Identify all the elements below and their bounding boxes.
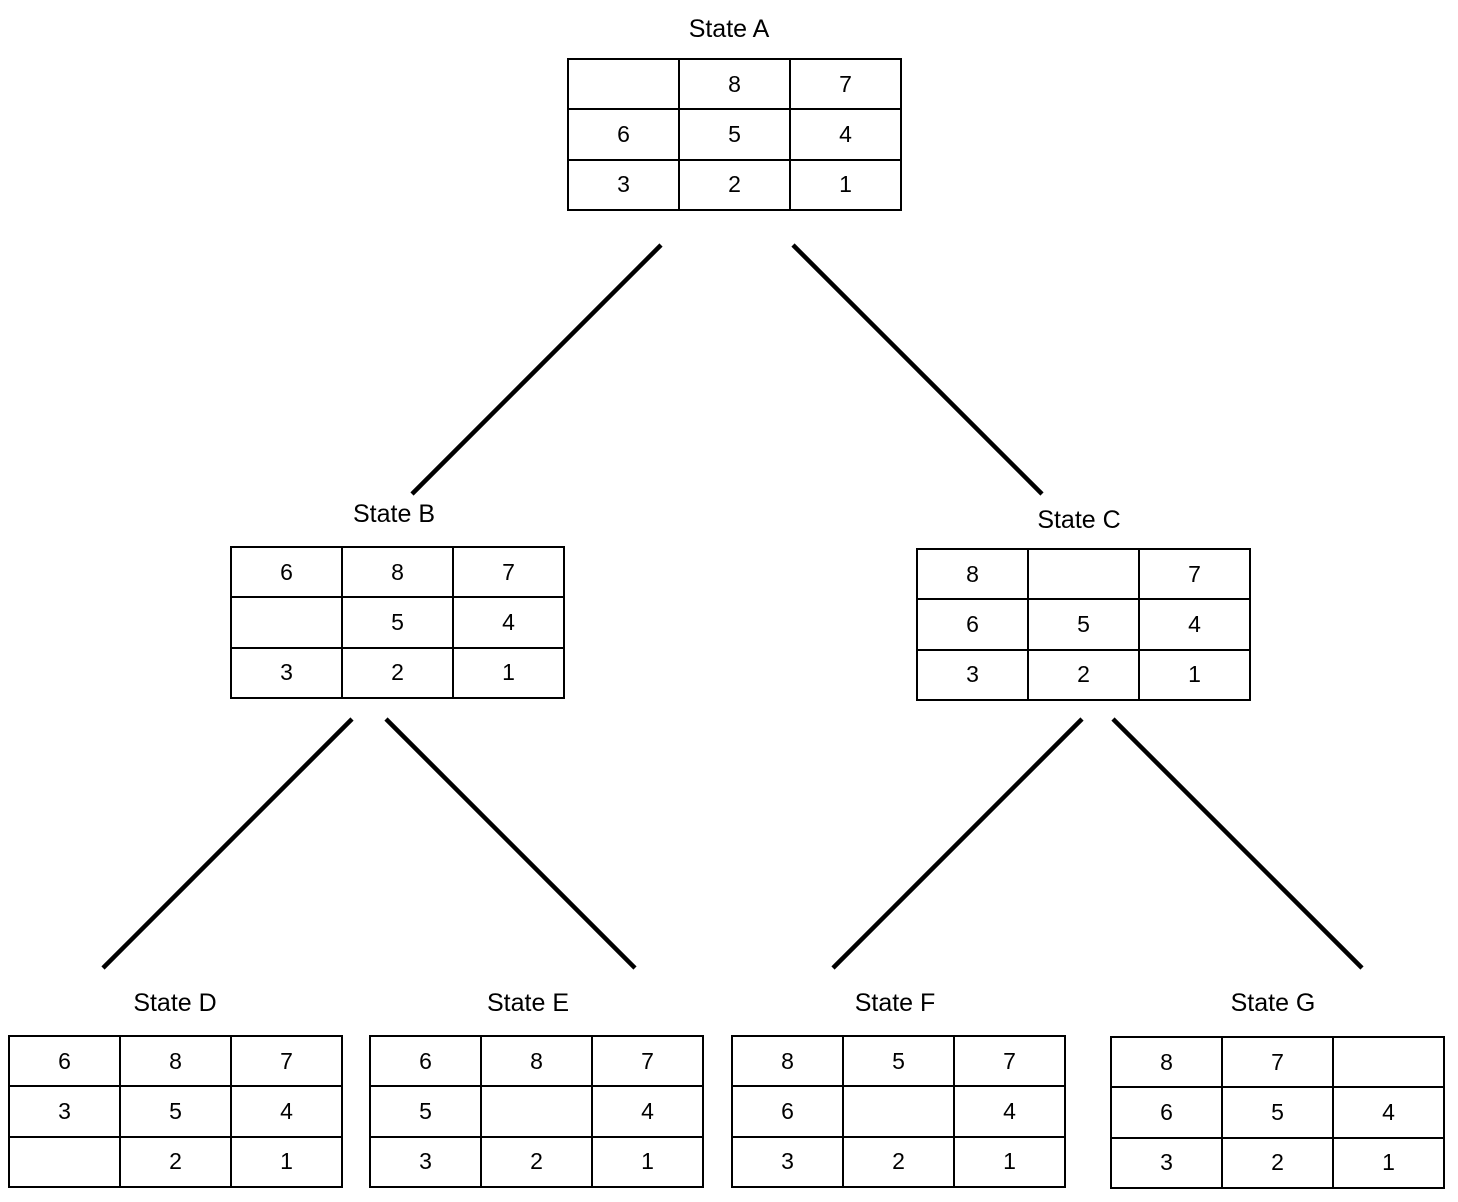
edge-a-c — [791, 243, 1044, 496]
state-f-cell: 8 — [733, 1037, 844, 1088]
state-d-label: State D — [133, 989, 217, 1017]
state-c-cell: 3 — [918, 650, 1029, 701]
state-d-cell: 4 — [232, 1087, 343, 1138]
state-g-cell: 8 — [1112, 1038, 1223, 1089]
state-d-cell: 3 — [10, 1087, 121, 1138]
state-e-cell: 2 — [482, 1137, 593, 1188]
state-g-cell: 7 — [1223, 1038, 1334, 1089]
state-c-cell: 5 — [1029, 600, 1140, 651]
state-d-cell — [10, 1137, 121, 1188]
state-b-cell: 6 — [232, 548, 343, 599]
state-g-cell: 5 — [1223, 1088, 1334, 1139]
state-b-cell — [232, 598, 343, 649]
state-b-cell: 3 — [232, 648, 343, 699]
state-a-cell — [569, 60, 680, 111]
state-c-cell: 6 — [918, 600, 1029, 651]
state-a-cell: 2 — [680, 160, 791, 211]
state-g-cell: 1 — [1334, 1138, 1445, 1189]
state-e-cell: 3 — [371, 1137, 482, 1188]
state-a-cell: 8 — [680, 60, 791, 111]
state-f-cell: 3 — [733, 1137, 844, 1188]
state-c-cell: 1 — [1140, 650, 1251, 701]
state-e-cell: 5 — [371, 1087, 482, 1138]
state-e-label: State E — [487, 989, 569, 1017]
state-b-grid: 6 8 7 5 4 3 2 1 — [230, 546, 565, 699]
state-f-grid: 8 5 7 6 4 3 2 1 — [731, 1035, 1066, 1188]
state-g-cell: 6 — [1112, 1088, 1223, 1139]
state-a-cell: 3 — [569, 160, 680, 211]
state-a-grid: 8 7 6 5 4 3 2 1 — [567, 58, 902, 211]
state-b-label: State B — [353, 500, 435, 528]
state-e-cell: 8 — [482, 1037, 593, 1088]
state-f-cell — [844, 1087, 955, 1138]
state-a-cell: 4 — [791, 110, 902, 161]
state-d-cell: 5 — [121, 1087, 232, 1138]
state-b-cell: 1 — [454, 648, 565, 699]
state-a-cell: 1 — [791, 160, 902, 211]
edge-a-b — [410, 243, 663, 496]
state-a-cell: 6 — [569, 110, 680, 161]
state-c-cell: 4 — [1140, 600, 1251, 651]
state-g-cell: 2 — [1223, 1138, 1334, 1189]
state-b-cell: 5 — [343, 598, 454, 649]
state-g-cell — [1334, 1038, 1445, 1089]
state-g-cell: 3 — [1112, 1138, 1223, 1189]
state-a-label: State A — [688, 15, 770, 43]
state-f-cell: 2 — [844, 1137, 955, 1188]
state-c-grid: 8 7 6 5 4 3 2 1 — [916, 548, 1251, 701]
state-a-cell: 7 — [791, 60, 902, 111]
state-f-cell: 5 — [844, 1037, 955, 1088]
state-f-cell: 4 — [955, 1087, 1066, 1138]
state-c-cell: 8 — [918, 550, 1029, 601]
state-e-cell: 1 — [593, 1137, 704, 1188]
state-e-cell: 6 — [371, 1037, 482, 1088]
state-f-label: State F — [854, 989, 936, 1017]
state-e-cell: 4 — [593, 1087, 704, 1138]
state-g-cell: 4 — [1334, 1088, 1445, 1139]
state-c-label: State C — [1037, 506, 1121, 534]
state-b-cell: 7 — [454, 548, 565, 599]
state-d-cell: 1 — [232, 1137, 343, 1188]
edge-c-f — [831, 717, 1084, 970]
state-d-cell: 2 — [121, 1137, 232, 1188]
state-e-cell: 7 — [593, 1037, 704, 1088]
state-b-cell: 2 — [343, 648, 454, 699]
state-g-label: State G — [1230, 989, 1316, 1017]
state-d-cell: 6 — [10, 1037, 121, 1088]
edge-b-d — [101, 717, 354, 970]
state-e-grid: 6 8 7 5 4 3 2 1 — [369, 1035, 704, 1188]
edge-c-g — [1111, 717, 1364, 970]
state-a-cell: 5 — [680, 110, 791, 161]
state-e-cell — [482, 1087, 593, 1138]
state-f-cell: 1 — [955, 1137, 1066, 1188]
state-g-grid: 8 7 6 5 4 3 2 1 — [1110, 1036, 1445, 1189]
state-d-cell: 8 — [121, 1037, 232, 1088]
state-c-cell: 7 — [1140, 550, 1251, 601]
state-d-grid: 6 8 7 3 5 4 2 1 — [8, 1035, 343, 1188]
state-c-cell — [1029, 550, 1140, 601]
state-b-cell: 8 — [343, 548, 454, 599]
state-c-cell: 2 — [1029, 650, 1140, 701]
state-d-cell: 7 — [232, 1037, 343, 1088]
edge-b-e — [384, 717, 637, 970]
state-b-cell: 4 — [454, 598, 565, 649]
state-f-cell: 6 — [733, 1087, 844, 1138]
state-f-cell: 7 — [955, 1037, 1066, 1088]
